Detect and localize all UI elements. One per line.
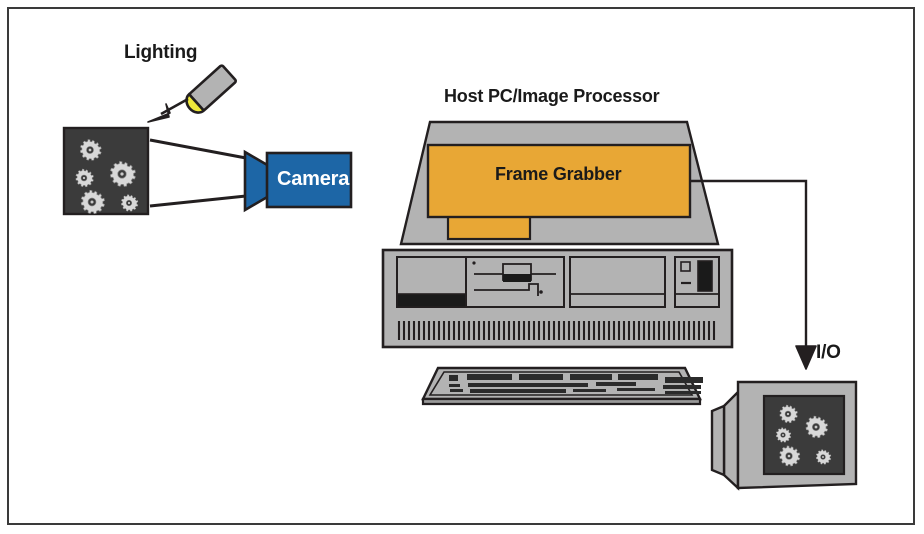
- camera-lens-icon: [243, 149, 271, 213]
- frame-grabber-label: Frame Grabber: [495, 164, 622, 184]
- frame-grabber-card: [426, 143, 692, 219]
- camera-label: Camera: [277, 168, 350, 190]
- monitor-screen: [762, 394, 846, 476]
- host-pc: [381, 120, 734, 406]
- pc-drive-bays: [396, 256, 720, 308]
- frame-grabber-to-io-connector: [690, 179, 817, 370]
- lighting-fixture: [147, 64, 237, 123]
- part-tray: [62, 126, 150, 216]
- camera-body: [265, 151, 353, 209]
- camera-unit: [243, 149, 353, 213]
- lighting-label: Lighting: [124, 42, 198, 63]
- field-of-view-lines: [149, 138, 247, 208]
- pc-vent-grille: [397, 321, 717, 340]
- io-label: I/O: [816, 342, 841, 363]
- lighting-arrow: [147, 97, 189, 123]
- pc-power-button-icon: [697, 260, 713, 292]
- pc-keyboard: [421, 366, 703, 406]
- pc-indicator-icon: [680, 261, 691, 272]
- io-monitor: [710, 380, 858, 491]
- host-pc-label: Host PC/Image Processor: [444, 86, 660, 106]
